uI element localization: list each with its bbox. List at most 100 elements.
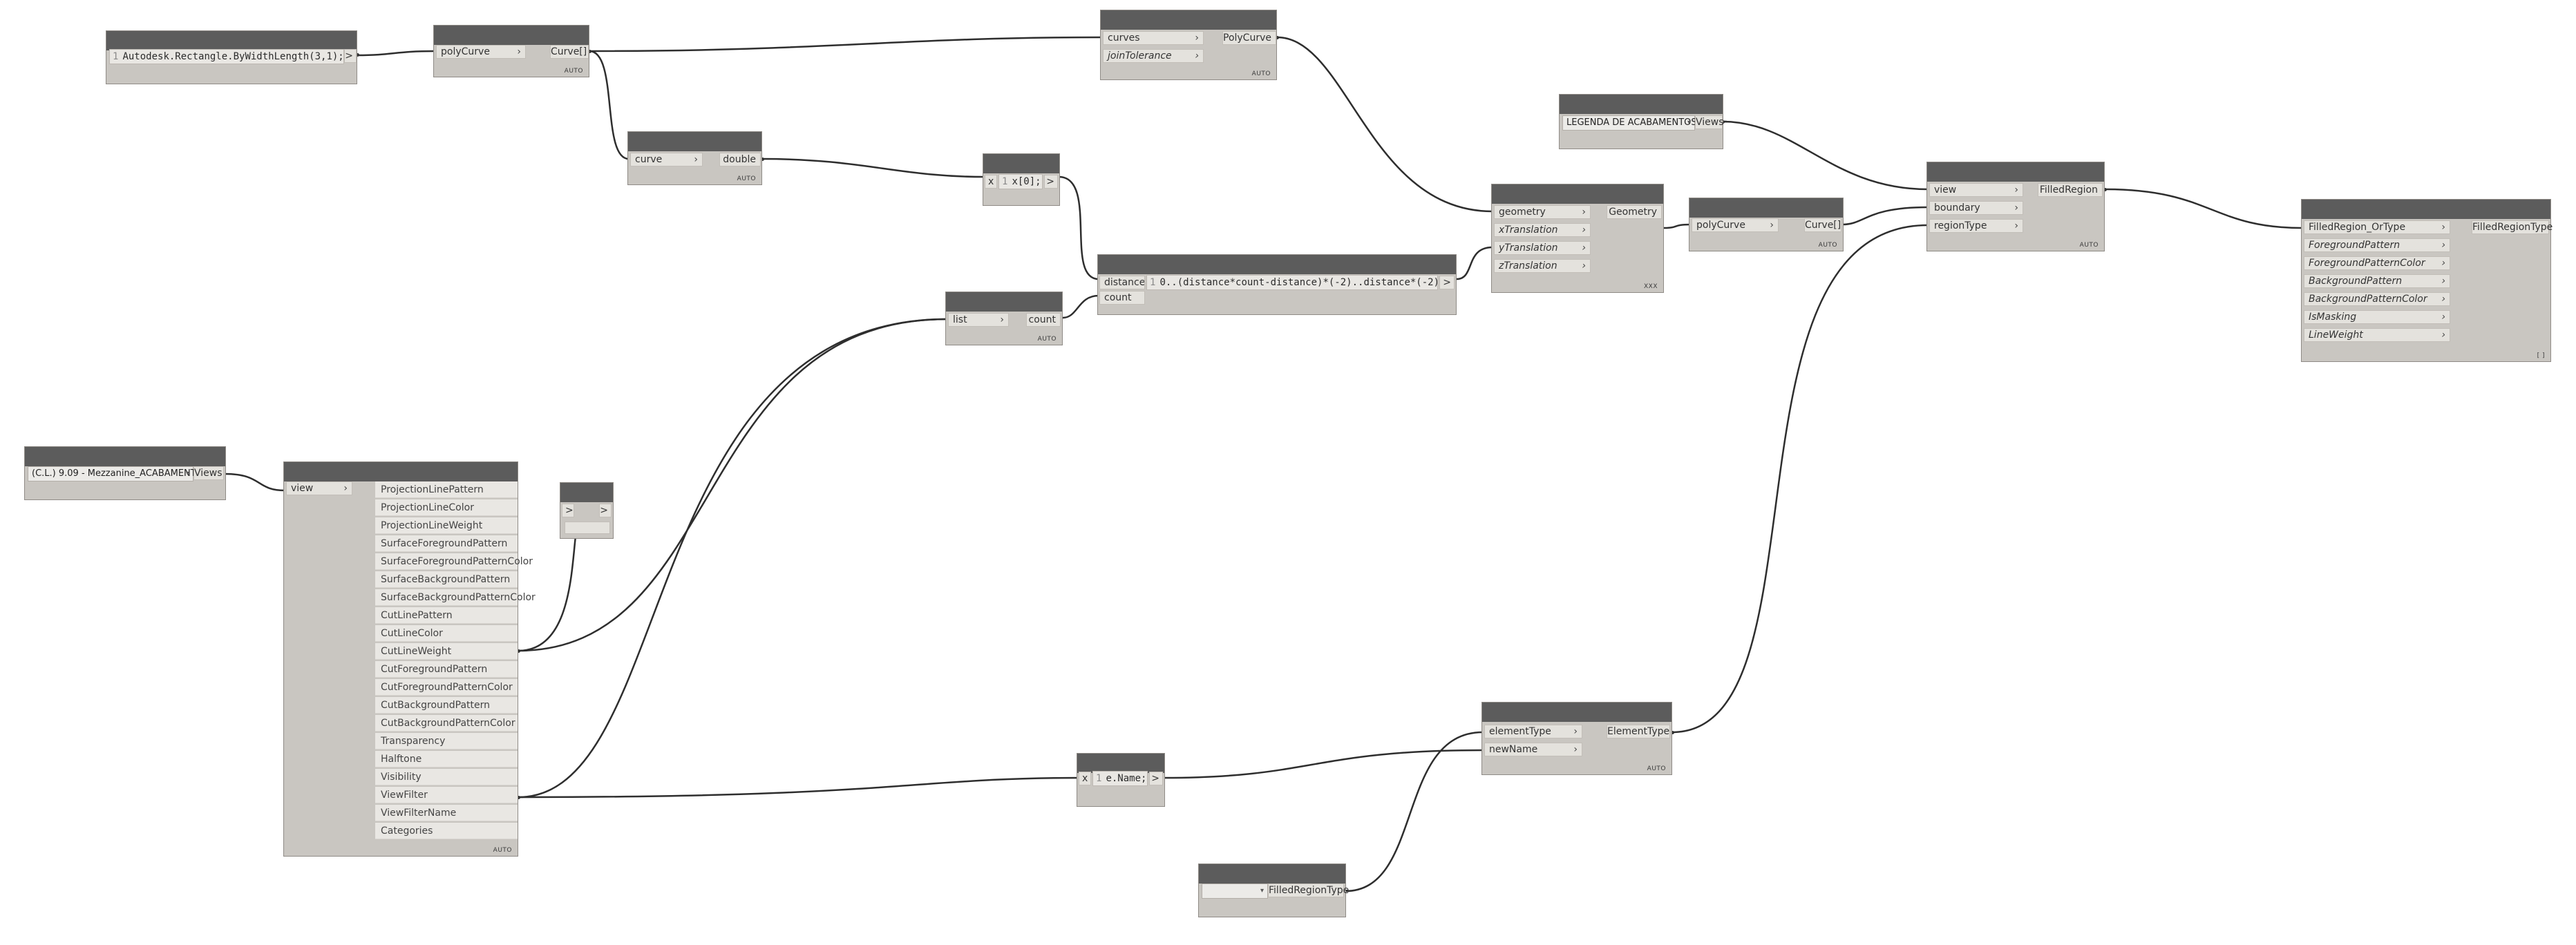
input-port-elementtype[interactable]: elementType› <box>1484 725 1582 738</box>
input-port-backgroundpattern[interactable]: BackgroundPattern› <box>2304 274 2450 288</box>
type-dropdown[interactable]: ▾ <box>1202 884 1268 899</box>
polycurve-curves-node[interactable]: polyCurve› Curve[] AUTO <box>433 25 589 77</box>
lacing-indicator[interactable]: AUTO <box>737 175 756 182</box>
input-port-newname[interactable]: newName› <box>1484 743 1582 756</box>
input-port-distance[interactable]: distance <box>1099 276 1145 289</box>
node-header[interactable] <box>2302 200 2550 219</box>
lacing-indicator[interactable]: AUTO <box>1251 70 1271 77</box>
input-port-foregroundpattern[interactable]: ForegroundPattern› <box>2304 238 2450 252</box>
lacing-indicator[interactable]: AUTO <box>564 68 583 75</box>
node-header[interactable] <box>434 26 589 45</box>
node-header[interactable] <box>628 132 761 151</box>
input-port-view[interactable]: view› <box>286 481 352 495</box>
node-header[interactable] <box>1560 95 1723 114</box>
output-port-item[interactable]: ProjectionLinePattern <box>375 481 518 498</box>
lacing-indicator[interactable]: AUTO <box>493 847 512 854</box>
output-port-elementtype[interactable]: ElementType <box>1607 725 1670 738</box>
input-port-geometry[interactable]: geometry› <box>1494 205 1591 219</box>
input-port-polycurve[interactable]: polyCurve› <box>1692 218 1779 232</box>
output-port-item[interactable]: ViewFilter <box>375 787 518 803</box>
output-port-item[interactable]: Transparency <box>375 733 518 750</box>
curve-length-node[interactable]: curve› double AUTO <box>627 131 762 185</box>
input-port-polycurve[interactable]: polyCurve› <box>436 45 526 59</box>
output-port-item[interactable]: ProjectionLineWeight <box>375 517 518 534</box>
node-header[interactable] <box>284 462 518 481</box>
lacing-indicator[interactable]: XXX <box>1644 283 1658 290</box>
output-port-curves[interactable]: Curve[] <box>550 45 589 59</box>
output-port-item[interactable]: Visibility <box>375 769 518 785</box>
view-dropdown[interactable]: (C.L.) 9.09 - Mezzanine_ACABAMENTOS▾ <box>28 466 209 481</box>
node-header[interactable] <box>1098 255 1456 274</box>
node-header[interactable] <box>983 154 1059 173</box>
input-port-view[interactable]: view› <box>1929 183 2023 197</box>
output-port-item[interactable]: SurfaceBackgroundPattern <box>375 571 518 588</box>
node-header[interactable] <box>106 31 357 50</box>
input-port-ztranslation[interactable]: zTranslation› <box>1494 259 1591 273</box>
lacing-indicator[interactable]: AUTO <box>1037 336 1057 343</box>
output-port[interactable]: > <box>599 504 612 517</box>
output-port-item[interactable]: CutBackgroundPattern <box>375 697 518 714</box>
filledregion-bycurves-node[interactable]: view› boundary› regionType› FilledRegion… <box>1926 162 2105 251</box>
geometry-translate-node[interactable]: geometry› xTranslation› yTranslation› zT… <box>1491 184 1664 293</box>
output-port-filledregiontype[interactable]: FilledRegionType <box>1268 884 1349 897</box>
elementtype-duplicate-node[interactable]: elementType› newName› ElementType AUTO <box>1481 702 1672 775</box>
input-port-foregroundpatterncolor[interactable]: ForegroundPatternColor› <box>2304 256 2450 270</box>
output-port[interactable]: > <box>1439 276 1455 289</box>
lacing-indicator[interactable]: [ ] <box>2537 352 2545 359</box>
input-port-lineweight[interactable]: LineWeight› <box>2304 328 2450 342</box>
lacing-indicator[interactable]: AUTO <box>1818 242 1837 249</box>
output-port-item[interactable]: CutForegroundPatternColor <box>375 679 518 696</box>
input-port-curve[interactable]: curve› <box>630 153 703 166</box>
input-port-backgroundpatterncolor[interactable]: BackgroundPatternColor› <box>2304 292 2450 306</box>
node-header[interactable] <box>946 292 1062 312</box>
output-port-views[interactable]: Views <box>193 466 224 480</box>
node-header[interactable] <box>1689 198 1843 218</box>
input-port-filledregion-ortype[interactable]: FilledRegion_OrType› <box>2304 220 2450 234</box>
node-header[interactable] <box>560 483 613 502</box>
watch-node[interactable]: > > <box>560 482 614 539</box>
output-port-item[interactable]: CutLineColor <box>375 625 518 642</box>
output-port[interactable]: > <box>344 49 357 63</box>
input-port[interactable]: > <box>562 504 574 517</box>
output-port-curves[interactable]: Curve[] <box>1804 218 1841 232</box>
node-header[interactable] <box>1199 864 1345 884</box>
input-port-boundary[interactable]: boundary› <box>1929 201 2023 215</box>
input-port-ismasking[interactable]: IsMasking› <box>2304 310 2450 324</box>
output-port-polycurve[interactable]: PolyCurve <box>1222 31 1276 45</box>
output-port[interactable]: > <box>1044 175 1058 189</box>
lacing-indicator[interactable]: AUTO <box>1647 765 1666 772</box>
output-port-item[interactable]: Halftone <box>375 751 518 767</box>
input-port-xtranslation[interactable]: xTranslation› <box>1494 223 1591 237</box>
input-port-x[interactable]: x <box>985 175 997 189</box>
output-port-filledregion[interactable]: FilledRegion <box>2038 183 2103 197</box>
output-port-item[interactable]: SurfaceBackgroundPatternColor <box>375 589 536 606</box>
input-port-ytranslation[interactable]: yTranslation› <box>1494 241 1591 255</box>
node-header[interactable] <box>1492 184 1663 204</box>
polycurve-bycurves-node[interactable]: curves› joinTolerance› PolyCurve AUTO <box>1100 10 1277 80</box>
views-legend-node[interactable]: LEGENDA DE ACABAMENTOS▾ Views <box>1559 94 1724 149</box>
output-port-item[interactable]: CutLinePattern <box>375 607 518 624</box>
output-port-item[interactable]: CutForegroundPattern <box>375 661 518 678</box>
lacing-indicator[interactable]: AUTO <box>2079 242 2099 249</box>
output-port-views[interactable]: Views <box>1695 115 1724 129</box>
output-port-item[interactable]: SurfaceForegroundPatternColor <box>375 553 533 570</box>
output-port-filledregiontype[interactable]: FilledRegionType <box>2472 220 2553 234</box>
node-header[interactable] <box>1077 754 1164 773</box>
input-port-x[interactable]: x <box>1079 772 1091 785</box>
output-port-item[interactable]: ViewFilterName <box>375 805 518 821</box>
node-header[interactable] <box>25 447 225 466</box>
output-port-item[interactable]: Categories <box>375 823 518 839</box>
output-port-item[interactable]: SurfaceForegroundPattern <box>375 535 518 552</box>
input-port-regiontype[interactable]: regionType› <box>1929 219 2023 233</box>
output-port-item[interactable]: CutBackgroundPatternColor <box>375 715 518 732</box>
output-port-item[interactable]: ProjectionLineColor <box>375 499 518 516</box>
output-port[interactable]: > <box>1149 772 1163 785</box>
views-mezzanine-node[interactable]: (C.L.) 9.09 - Mezzanine_ACABAMENTOS▾ Vie… <box>24 446 226 500</box>
output-port-geometry[interactable]: Geometry <box>1607 205 1662 219</box>
output-port-double[interactable]: double <box>719 153 761 166</box>
